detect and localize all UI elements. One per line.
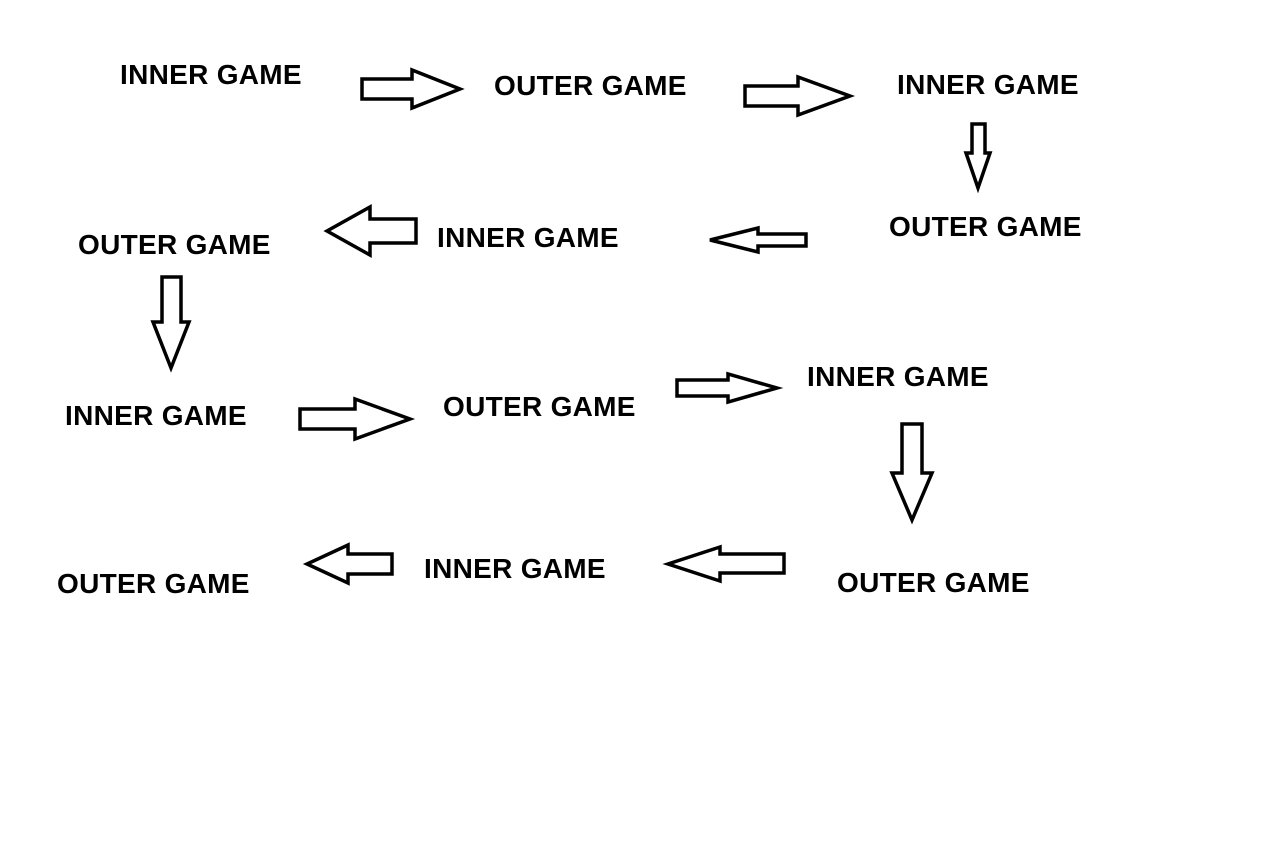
arrow-left	[302, 542, 394, 586]
arrow-left	[709, 225, 808, 255]
arrow-left	[662, 544, 786, 584]
diagram-node-inner-game: INNER GAME	[897, 69, 1079, 100]
diagram-node-outer-game: OUTER GAME	[57, 568, 250, 599]
diagram-node-outer-game: OUTER GAME	[78, 229, 271, 260]
diagram-node-outer-game: OUTER GAME	[889, 211, 1082, 242]
arrow-down	[889, 422, 935, 525]
arrow-right	[675, 371, 784, 405]
arrow-right	[298, 396, 416, 442]
diagram-node-outer-game: OUTER GAME	[837, 567, 1030, 598]
arrow-down	[963, 122, 993, 194]
diagram-node-outer-game: OUTER GAME	[443, 391, 636, 422]
diagram-node-inner-game: INNER GAME	[120, 59, 302, 90]
arrow-right	[743, 74, 856, 118]
arrow-down	[150, 275, 192, 373]
diagram-node-outer-game: OUTER GAME	[494, 70, 687, 101]
arrow-left	[323, 204, 418, 258]
diagram-node-inner-game: INNER GAME	[807, 361, 989, 392]
diagram-node-inner-game: INNER GAME	[437, 222, 619, 253]
diagram-node-inner-game: INNER GAME	[424, 553, 606, 584]
diagram-node-inner-game: INNER GAME	[65, 400, 247, 431]
arrow-right	[360, 67, 465, 111]
